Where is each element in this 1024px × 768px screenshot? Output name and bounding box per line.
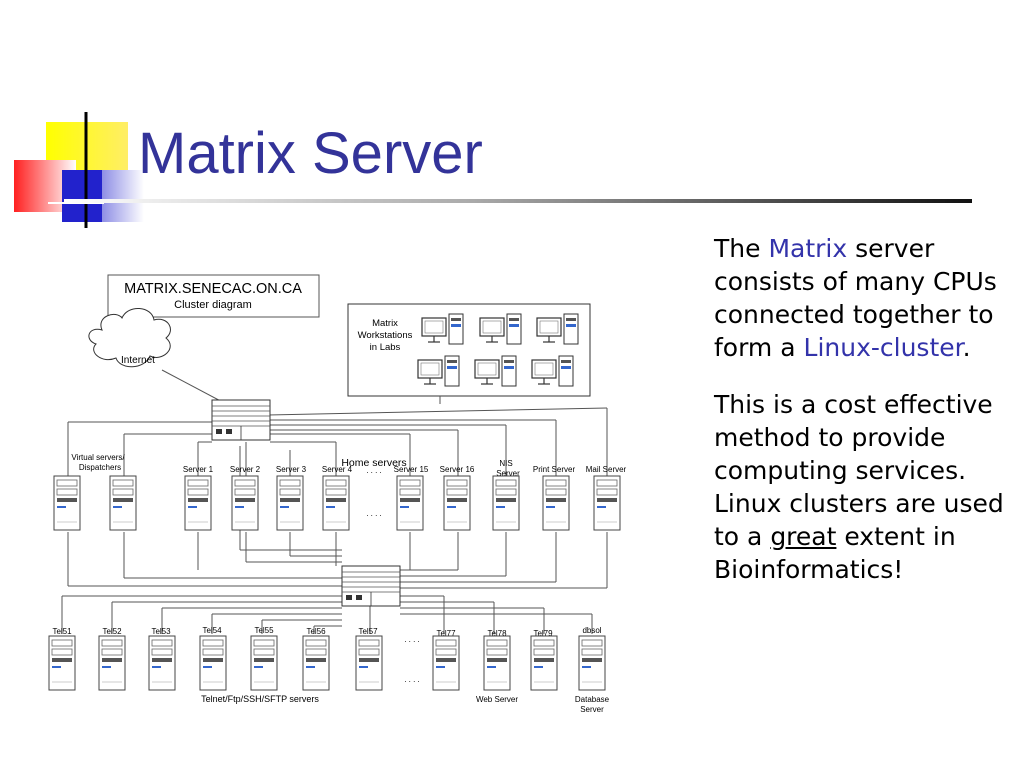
top-ellipsis: . . . . xyxy=(366,466,382,475)
dbsol-label: dbsol xyxy=(582,626,601,635)
mail-server-label: Mail Server xyxy=(586,465,627,474)
tel-label: Tel57 xyxy=(358,627,378,636)
tel-label: Tel79 xyxy=(533,629,553,638)
title-rule xyxy=(64,199,972,203)
cluster-subtitle: Cluster diagram xyxy=(174,299,252,311)
print-server-label: Print Server xyxy=(533,465,576,474)
server-tower-icon xyxy=(302,635,330,691)
cluster-title: MATRIX.SENECAC.ON.CA xyxy=(124,281,302,297)
server-tower-icon xyxy=(53,475,81,531)
nis-label-2: Server xyxy=(496,469,520,478)
great-underlined: great xyxy=(770,522,837,551)
description-panel: The Matrix server consists of many CPUs … xyxy=(714,232,1014,610)
home-servers-label: Home servers xyxy=(341,457,406,469)
workstations-label-1: Matrix xyxy=(372,318,398,329)
server-tower-icon xyxy=(250,635,278,691)
tel-label: Tel53 xyxy=(151,627,171,636)
server-tower-icon xyxy=(483,635,511,691)
server-tower-icon xyxy=(396,475,424,531)
cluster-diagram: MATRIX.SENECAC.ON.CA Cluster diagram Int… xyxy=(48,274,627,714)
server-label: Server 1 xyxy=(183,465,214,474)
tel-label: Tel56 xyxy=(306,627,326,636)
slide-title: Matrix Server xyxy=(138,121,483,186)
lower-ellipsis: . . . . xyxy=(404,675,420,684)
paragraph-1: The Matrix server consists of many CPUs … xyxy=(714,234,997,362)
matrix-highlight: Matrix xyxy=(768,234,848,263)
server-label: Server 3 xyxy=(276,465,307,474)
decorative-logo xyxy=(14,112,144,228)
server-tower-icon xyxy=(542,475,570,531)
database-server-label-2: Server xyxy=(580,705,604,714)
server-label: Server 16 xyxy=(440,465,475,474)
server-tower-icon xyxy=(109,475,137,531)
server-tower-icon xyxy=(593,475,621,531)
nis-label-1: NIS xyxy=(499,459,512,468)
server-label: Server 4 xyxy=(322,465,353,474)
database-server-label-1: Database xyxy=(575,695,610,704)
server-tower-icon xyxy=(98,635,126,691)
tel-label: Tel77 xyxy=(436,629,456,638)
linux-cluster-highlight: Linux-cluster xyxy=(803,333,963,362)
paragraph-2: This is a cost effective method to provi… xyxy=(714,390,1004,584)
server-tower-icon xyxy=(355,635,383,691)
server-tower-icon xyxy=(231,475,259,531)
server-label: Server 15 xyxy=(394,465,429,474)
server-tower-icon xyxy=(199,635,227,691)
network-cables xyxy=(61,369,608,634)
server-tower-icon xyxy=(492,475,520,531)
middle-ellipsis: . . . . xyxy=(366,509,382,518)
bottom-ellipsis: . . . . xyxy=(404,635,420,644)
server-tower-icon xyxy=(184,475,212,531)
internet-label: Internet xyxy=(121,355,155,366)
tel-label: Tel51 xyxy=(52,627,72,636)
internet-cloud-icon xyxy=(88,308,171,368)
server-tower-icon xyxy=(48,635,76,691)
server-tower-icon xyxy=(322,475,350,531)
tel-label: Tel52 xyxy=(102,627,122,636)
server-tower-icon xyxy=(148,635,176,691)
workstations-label-2: Workstations xyxy=(358,330,413,341)
server-tower-icon xyxy=(432,635,460,691)
telnet-servers-label: Telnet/Ftp/SSH/SFTP servers xyxy=(201,694,319,704)
server-tower-icon xyxy=(530,635,558,691)
workstations-label-3: in Labs xyxy=(370,342,401,353)
tel-label: Tel78 xyxy=(487,629,507,638)
virtual-servers-label-1: Virtual servers/ xyxy=(71,453,125,462)
server-tower-icon xyxy=(578,635,606,691)
top-switch-icon xyxy=(211,399,271,441)
server-tower-icon xyxy=(443,475,471,531)
bottom-switch-icon xyxy=(341,565,401,607)
tel-label: Tel55 xyxy=(254,626,274,635)
tel-label: Tel54 xyxy=(202,626,222,635)
server-label: Server 2 xyxy=(230,465,261,474)
web-server-label: Web Server xyxy=(476,695,518,704)
server-tower-icon xyxy=(276,475,304,531)
blue-block xyxy=(62,170,102,222)
virtual-servers-label-2: Dispatchers xyxy=(79,463,121,472)
